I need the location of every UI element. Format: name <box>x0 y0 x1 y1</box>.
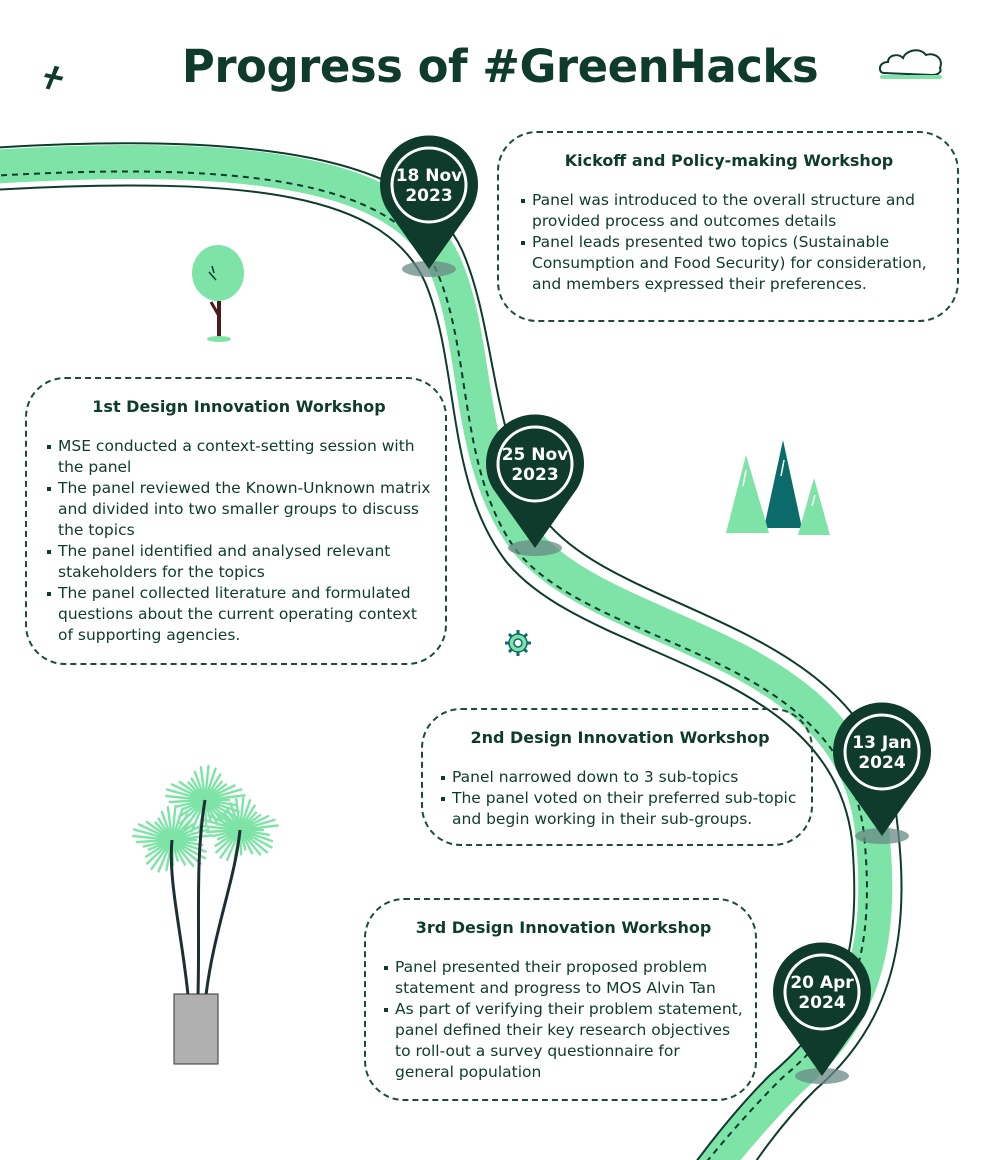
pine-trees-icon <box>726 440 830 535</box>
bullet-item: MSE conducted a context-setting session … <box>47 436 431 478</box>
milestone-heading: 3rd Design Innovation Workshop <box>415 918 712 937</box>
milestone-heading: 2nd Design Innovation Workshop <box>470 728 770 747</box>
pin-date-day: 13 Jan <box>852 733 911 753</box>
milestone-bullets: MSE conducted a context-setting session … <box>47 436 431 646</box>
pin-date-day: 25 Nov <box>502 445 569 465</box>
cloud-icon <box>878 49 942 79</box>
tree-icon <box>192 245 244 342</box>
milestone-card-design-3: 3rd Design Innovation Workshop Panel pre… <box>364 898 757 1101</box>
pin-date-day: 18 Nov <box>396 166 463 186</box>
bullet-item: As part of verifying their problem state… <box>384 999 743 1083</box>
milestone-card-design-2: 2nd Design Innovation Workshop Panel nar… <box>421 708 813 846</box>
bullet-item: Panel leads presented two topics (Sustai… <box>521 232 937 295</box>
bullet-item: Panel narrowed down to 3 sub-topics <box>441 767 799 788</box>
pin-date-year: 2023 <box>511 465 558 485</box>
bullet-item: The panel reviewed the Known-Unknown mat… <box>47 478 431 541</box>
pin-date-year: 2023 <box>405 186 452 206</box>
bullet-item: The panel voted on their preferred sub-t… <box>441 788 799 830</box>
pin-date-year: 2024 <box>858 753 905 773</box>
page-title: Progress of #GreenHacks <box>181 40 819 93</box>
palm-plant-icon <box>131 764 279 1065</box>
bullet-item: Panel presented their proposed problem s… <box>384 957 743 999</box>
milestone-bullets: Panel narrowed down to 3 sub-topics The … <box>441 767 799 830</box>
milestone-heading: 1st Design Innovation Workshop <box>92 397 386 416</box>
milestone-card-design-1: 1st Design Innovation Workshop MSE condu… <box>25 377 447 665</box>
gear-icon <box>505 630 531 656</box>
sparkle-icon <box>44 65 64 90</box>
milestone-bullets: Panel was introduced to the overall stru… <box>521 190 937 295</box>
milestone-heading: Kickoff and Policy-making Workshop <box>564 151 894 170</box>
milestone-bullets: Panel presented their proposed problem s… <box>384 957 743 1083</box>
milestone-card-kickoff: Kickoff and Policy-making Workshop Panel… <box>497 131 959 322</box>
bullet-item: The panel collected literature and formu… <box>47 583 431 646</box>
pin-date-day: 20 Apr <box>790 973 854 993</box>
bullet-item: The panel identified and analysed releva… <box>47 541 431 583</box>
bullet-item: Panel was introduced to the overall stru… <box>521 190 937 232</box>
pin-date-year: 2024 <box>798 993 845 1013</box>
